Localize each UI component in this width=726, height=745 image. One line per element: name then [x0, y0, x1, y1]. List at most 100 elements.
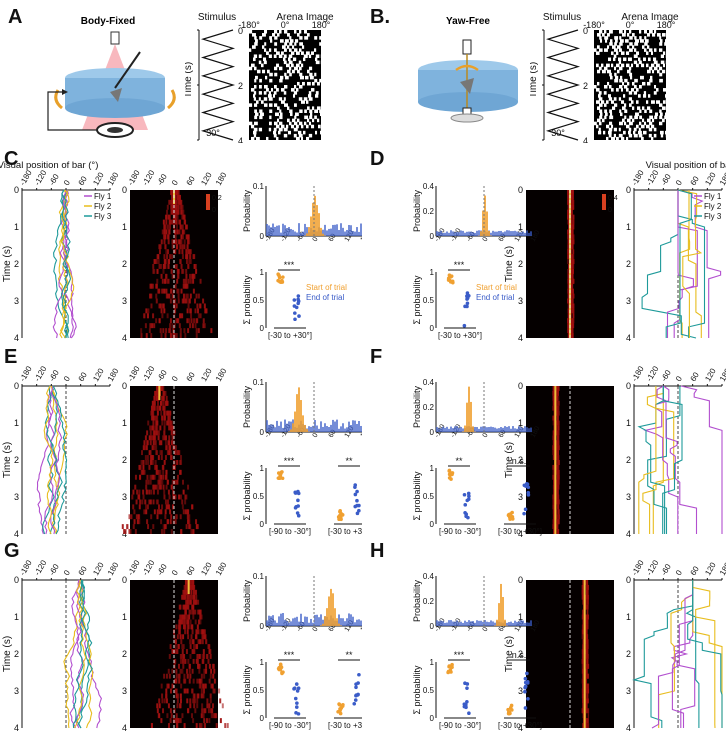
time-tick: 0 [238, 26, 243, 36]
time-tick: 1 [14, 222, 19, 232]
stimulus-zigzag [548, 30, 578, 140]
time-tick: 3 [626, 296, 631, 306]
angle-tick: -120 [141, 558, 157, 577]
legend-start-of-trial: Start of trial [306, 283, 347, 292]
panel-label-a: A [8, 6, 22, 29]
angle-tick: 0 [482, 236, 490, 243]
time-tick: 2 [14, 649, 19, 659]
angle-tick: 180 [718, 366, 726, 383]
angle-tick: 0 [170, 374, 180, 383]
category-label: [-30 to +30°] [328, 527, 362, 536]
end-dot [466, 296, 470, 300]
trajectory-title: Visual position of bar (°) [646, 160, 726, 171]
start-dot [341, 513, 345, 517]
significance-marker: *** [284, 650, 295, 660]
time-tick: 1 [122, 612, 127, 622]
end-dot [295, 682, 299, 686]
angle-tick: -180 [126, 168, 142, 187]
sum-probability-axis-label: Σ probability [412, 471, 422, 521]
sum-tick: 0 [260, 714, 265, 723]
time-tick: 3 [14, 492, 19, 502]
probability-axis-label: Probability [242, 385, 252, 428]
stimulus-label: Stimulus [543, 12, 581, 23]
time-tick: 2 [122, 649, 127, 659]
time-tick: 4 [518, 333, 523, 343]
end-dot [466, 291, 470, 295]
end-dot [466, 516, 470, 520]
prob-tick: 0.1 [253, 182, 265, 191]
cumulative-probability-plot: 00.51***[-30 to +30°] [423, 260, 482, 340]
start-dot [447, 276, 451, 280]
time-tick: 0 [583, 26, 588, 36]
sum-tick: 0 [430, 714, 435, 723]
fly-trajectory [693, 580, 722, 728]
time-tick: 2 [518, 259, 523, 269]
stimulus-zigzag [203, 30, 233, 140]
angle-tick: 120 [703, 560, 718, 577]
angle-tick: 0 [62, 178, 72, 187]
time-tick: 2 [122, 259, 127, 269]
start-dot [338, 703, 342, 707]
end-dot [297, 314, 301, 318]
start-dot [508, 517, 512, 521]
arena-tick: 0° [281, 20, 290, 30]
end-dot [466, 301, 470, 305]
angle-tick: 0 [674, 178, 684, 187]
yaw-free-arena-illustration: Yaw-Free [400, 10, 540, 135]
time-tick: 4 [626, 529, 631, 539]
time-tick: 1 [14, 612, 19, 622]
time-tick: 4 [122, 333, 127, 343]
legend-fly-1: Fly 1 [704, 192, 722, 201]
angle-tick: 120 [703, 170, 718, 187]
end-dot [526, 697, 530, 701]
time-tick: 1 [14, 418, 19, 428]
significance-marker: n.s. [512, 650, 527, 660]
prob-tick: 0.2 [423, 403, 435, 412]
start-dot [449, 665, 453, 669]
start-dot [448, 273, 452, 277]
end-dot [523, 690, 527, 694]
end-dot [293, 311, 297, 315]
end-dot [293, 686, 297, 690]
sum-probability-axis-label: Σ probability [412, 275, 422, 325]
end-dot [297, 686, 301, 690]
angle-tick: 0 [674, 568, 684, 577]
time-tick: 4 [238, 136, 243, 143]
probability-axis-label: Probability [412, 189, 422, 232]
sum-tick: 1 [260, 658, 265, 667]
time-tick: 3 [14, 296, 19, 306]
end-dot [524, 484, 528, 488]
angle-tick: -60 [155, 172, 169, 187]
significance-marker: *** [454, 650, 465, 660]
category-label: [-30 to +30°] [438, 331, 482, 340]
angle-tick: 0 [62, 568, 72, 577]
end-dot [463, 493, 467, 497]
end-dot [296, 490, 300, 494]
time-tick: 0 [626, 185, 631, 195]
start-dot [510, 511, 514, 515]
legend-end-of-trial: End of trial [306, 293, 344, 302]
time-tick: 0 [518, 381, 523, 391]
time-axis-label: Time (s) [530, 62, 539, 98]
time-axis-label: Time (s) [2, 636, 13, 672]
angle-tick: -60 [659, 368, 673, 383]
angle-tick: 0 [674, 374, 684, 383]
angle-tick: -180 [630, 364, 646, 383]
angle-tick: -120 [645, 364, 661, 383]
category-label: [-90 to -30°] [269, 527, 311, 536]
time-tick: 2 [626, 649, 631, 659]
trajectory-title: Visual position of bar (°) [0, 160, 98, 171]
angle-tick: 120 [91, 560, 106, 577]
time-tick: 4 [14, 333, 19, 343]
colorbar-min: 0 [212, 207, 216, 214]
start-dot [281, 275, 285, 279]
